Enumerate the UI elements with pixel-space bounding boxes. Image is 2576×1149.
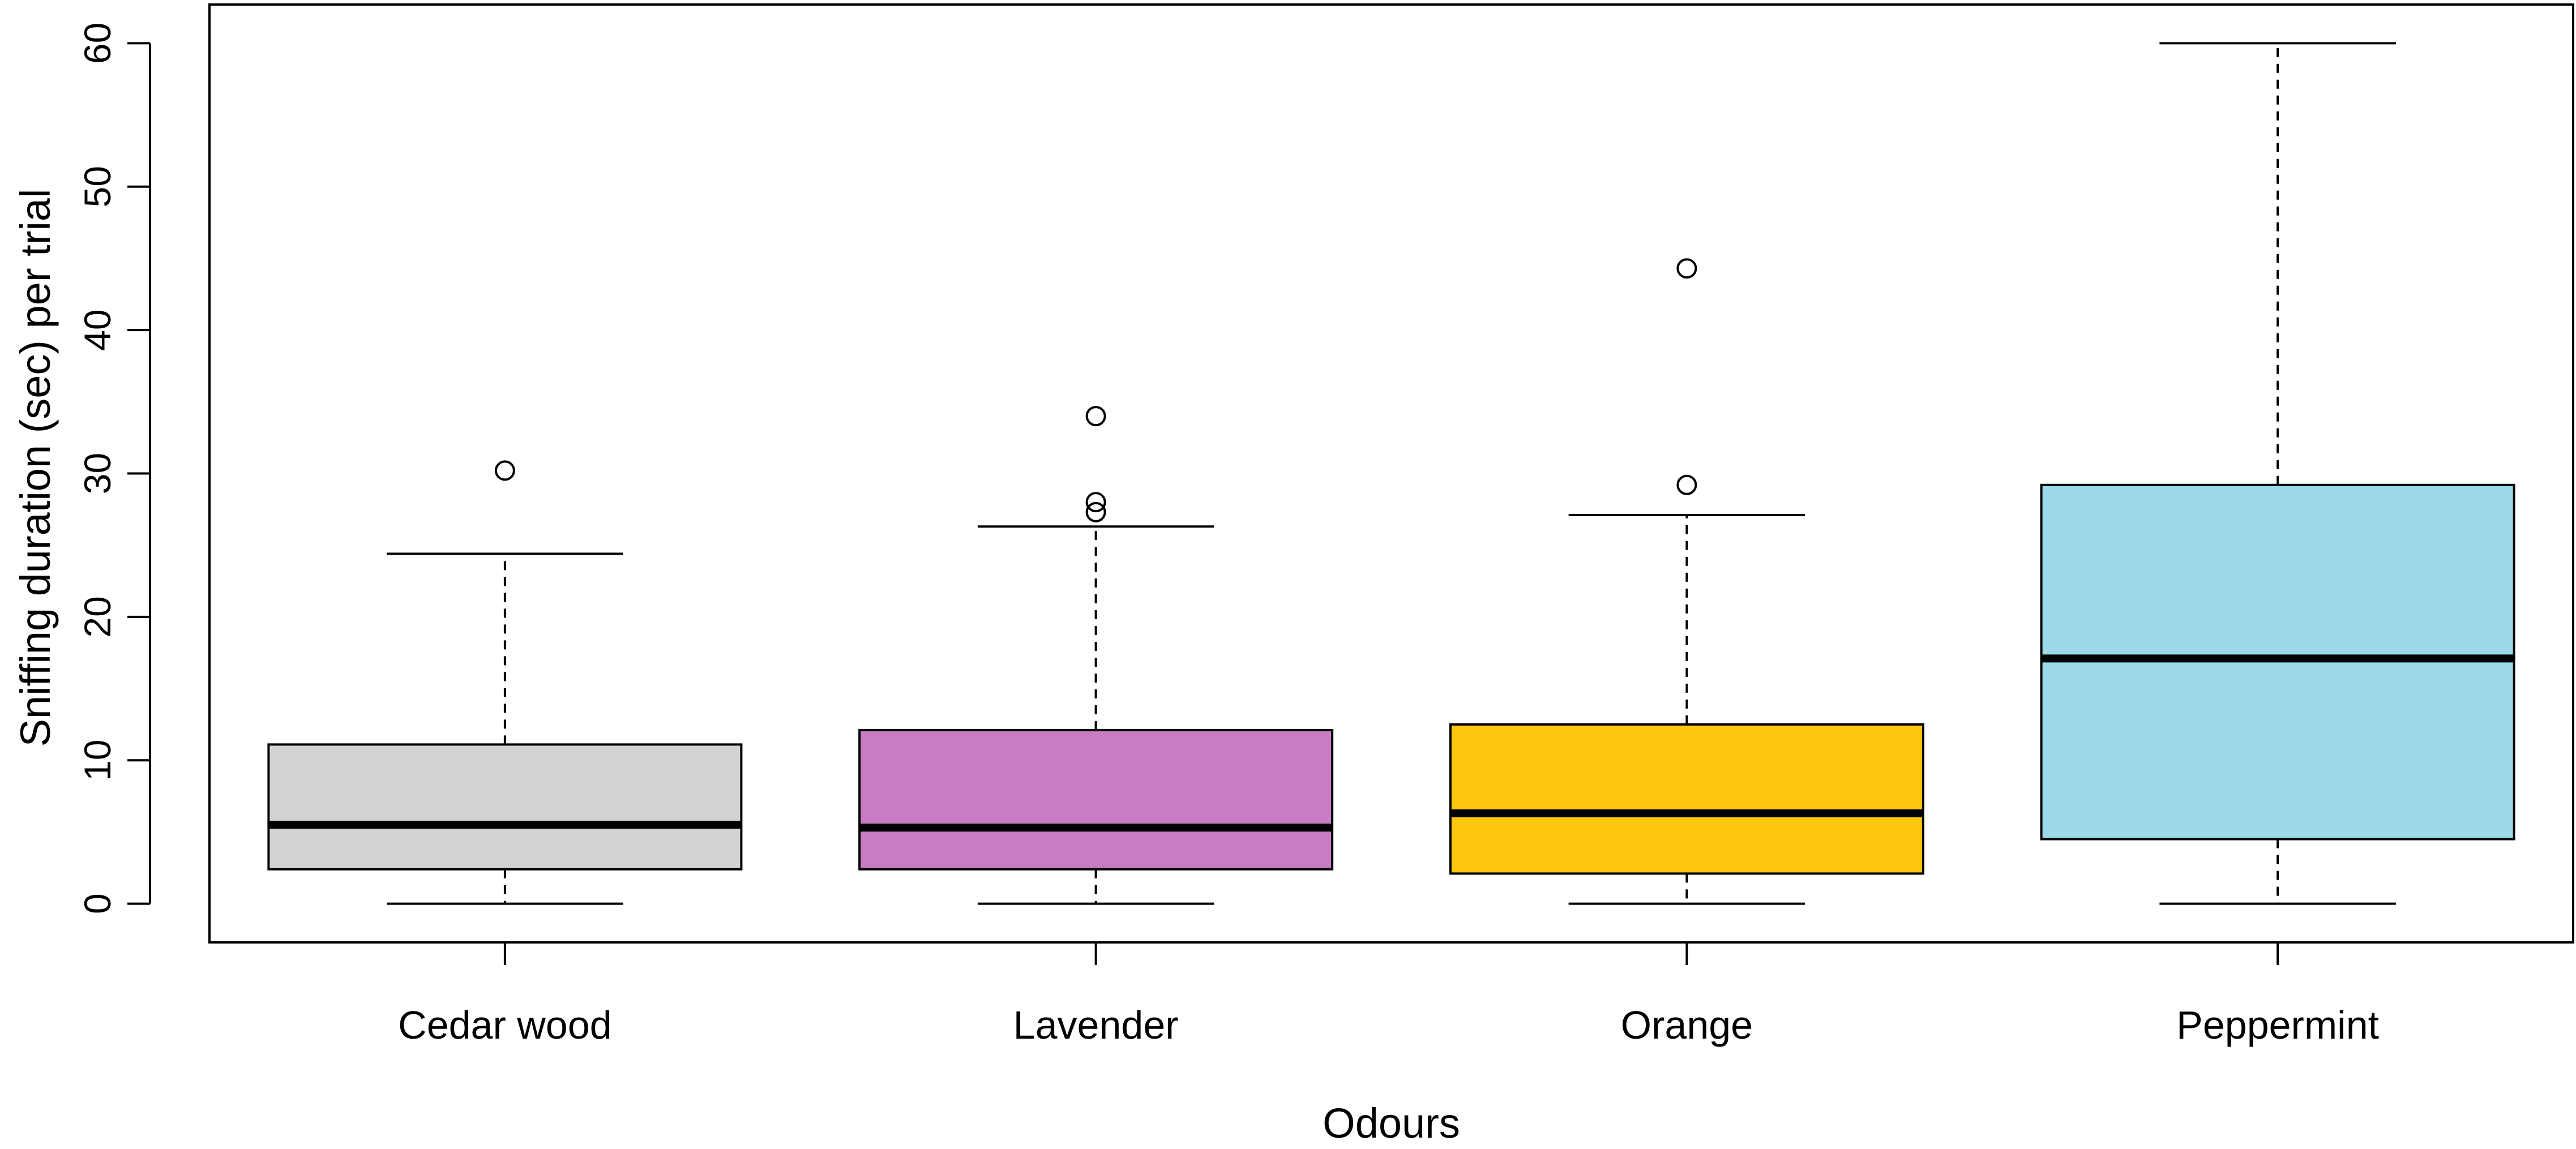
y-tick-label: 50: [76, 166, 118, 207]
boxes-group: [267, 42, 2515, 905]
y-tick-label: 10: [76, 740, 118, 781]
y-axis-title: Sniffing duration (sec) per trial: [12, 189, 59, 747]
x-axis-title: Odours: [1323, 1100, 1460, 1146]
outlier-point: [1085, 501, 1106, 522]
outlier-point: [1085, 406, 1106, 427]
box-peppermint: [2040, 42, 2515, 905]
y-tick-label: 0: [76, 893, 118, 914]
x-tick-label: Orange: [1621, 1003, 1753, 1047]
box-cedar-wood: [267, 460, 743, 905]
outlier-point: [494, 460, 515, 481]
y-tick-label: 60: [76, 23, 118, 64]
x-tick-label: Lavender: [1013, 1003, 1179, 1047]
iqr-box: [267, 743, 743, 871]
iqr-box: [858, 729, 1334, 871]
y-tick-label: 40: [76, 309, 118, 350]
outlier-point: [1676, 258, 1697, 279]
x-tick-label: Cedar wood: [398, 1003, 611, 1047]
y-tick-label: 30: [76, 453, 118, 494]
box-lavender: [858, 406, 1334, 905]
box-orange: [1449, 258, 1924, 905]
outlier-point: [1085, 492, 1106, 513]
iqr-box: [1449, 723, 1924, 875]
outlier-point: [1676, 474, 1697, 495]
x-tick-label: Peppermint: [2176, 1003, 2379, 1047]
y-tick-label: 20: [76, 596, 118, 637]
